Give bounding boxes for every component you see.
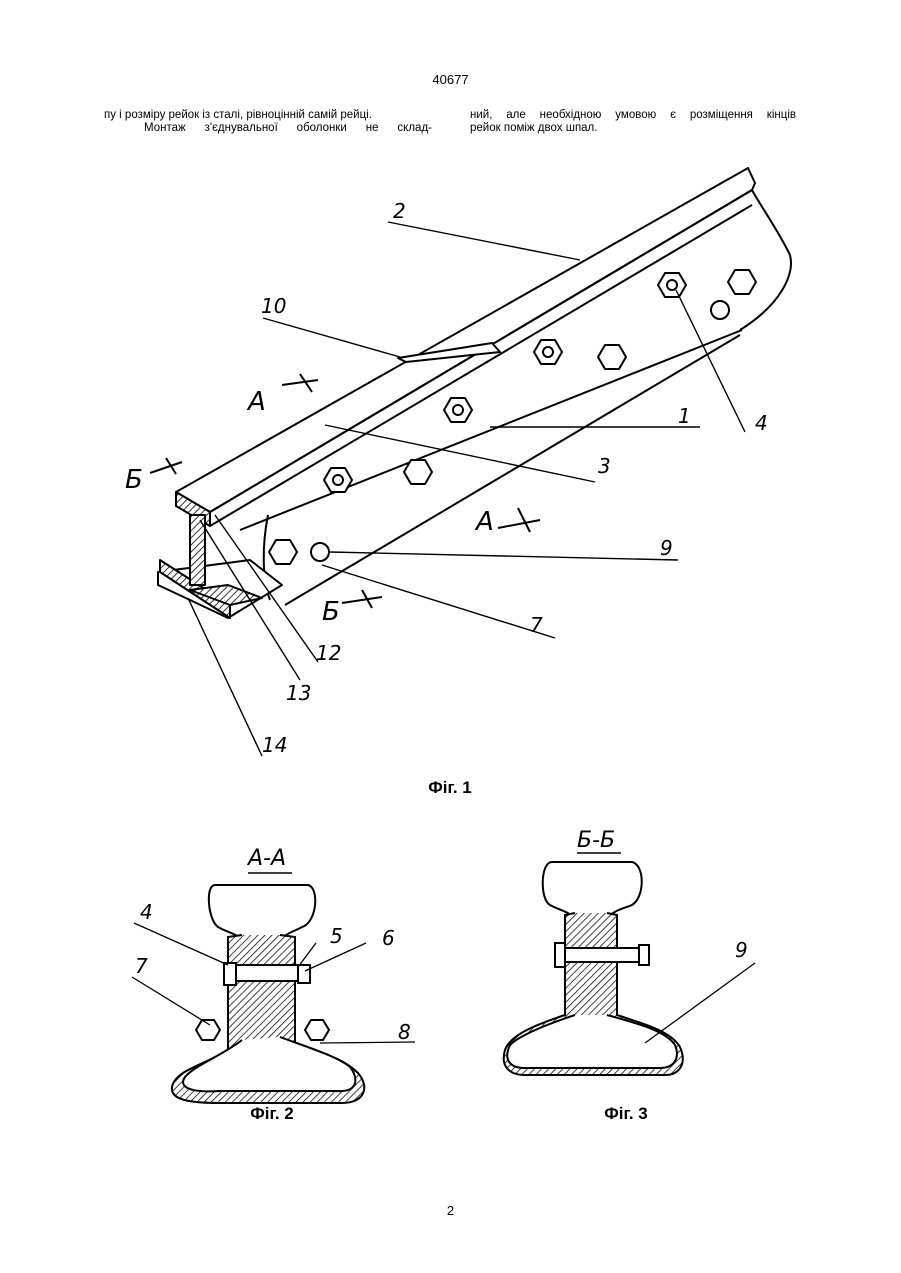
text-line: пу і розміру рейок із сталі, рівноцінній… — [104, 109, 432, 122]
fig2-label-7: 7 — [135, 954, 148, 978]
fig1-section-b: Б — [322, 597, 340, 627]
figure-3-drawing: Б-Б 9 — [495, 825, 765, 1085]
page-number: 2 — [0, 1203, 901, 1218]
text-column-right: ний, але необхідною умовою є розміщення … — [470, 109, 796, 135]
fig1-section-a: А — [246, 387, 266, 417]
text-line: рейок поміж двох шпал. — [470, 122, 796, 135]
fig1-section-a: А — [474, 507, 494, 537]
figure-2-drawing: А-А 4 5 6 7 8 — [120, 825, 430, 1105]
fig1-label-2: 2 — [393, 199, 406, 223]
fig2-label-8: 8 — [398, 1020, 411, 1044]
patent-number: 40677 — [0, 72, 901, 87]
figure-1-caption: Фіг. 1 — [400, 778, 500, 798]
fig1-label-4: 4 — [755, 411, 768, 435]
fig1-label-12: 12 — [316, 641, 341, 665]
fig2-label-6: 6 — [382, 926, 395, 950]
fig1-label-13: 13 — [286, 681, 311, 705]
rail-top-flange — [176, 168, 755, 512]
figure-3-caption: Фіг. 3 — [576, 1104, 676, 1124]
fig2-label-4: 4 — [140, 900, 153, 924]
fig2-label-5: 5 — [330, 924, 343, 948]
text-line: Монтаж з'єднувальної оболонки не склад- — [104, 122, 432, 135]
fig1-label-14: 14 — [262, 733, 287, 757]
fig3-title: Б-Б — [577, 828, 615, 853]
fig1-section-b: Б — [125, 465, 143, 495]
fig1-label-9: 9 — [660, 536, 673, 560]
figure-1-drawing: 2 10 А Б 1 3 4 А 9 Б 7 12 13 14 — [0, 150, 901, 770]
fig3-label-9: 9 — [735, 938, 748, 962]
fig1-label-3: 3 — [598, 454, 611, 478]
fig2-title: А-А — [246, 846, 286, 871]
fig1-label-1: 1 — [678, 404, 691, 428]
fig1-label-7: 7 — [530, 613, 543, 637]
text-line: ний, але необхідною умовою є розміщення … — [470, 109, 796, 122]
figure-2-caption: Фіг. 2 — [222, 1104, 322, 1124]
text-column-left: пу і розміру рейок із сталі, рівноцінній… — [104, 109, 432, 135]
fig1-label-10: 10 — [261, 294, 286, 318]
